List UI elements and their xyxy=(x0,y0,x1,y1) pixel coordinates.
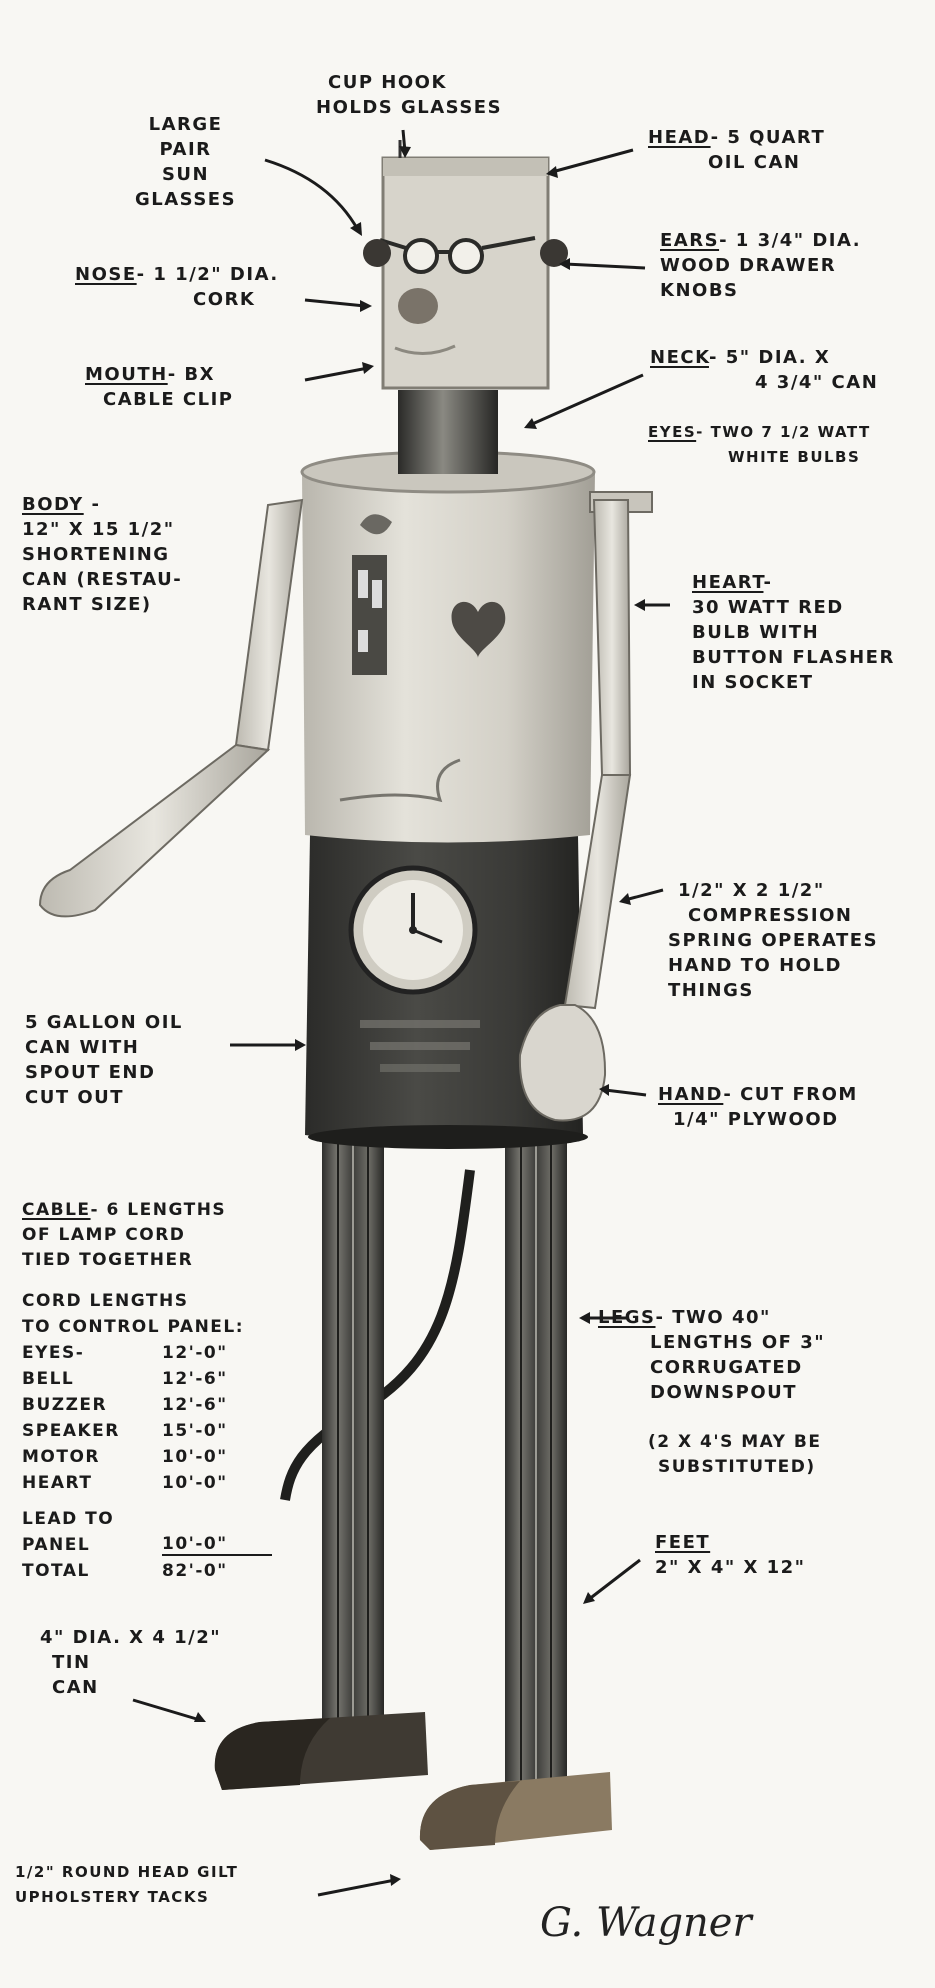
shortening-can-body xyxy=(302,452,595,843)
label-heart: HEART- 30 WATT RED BULB WITH BUTTON FLAS… xyxy=(692,570,895,695)
label-tin-can: 4" DIA. x 4 1/2" TIN CAN xyxy=(40,1625,221,1700)
right-leg xyxy=(505,1135,567,1795)
label-body: BODY - 12" x 15 1/2" SHORTENING CAN (RES… xyxy=(22,492,182,617)
label-oil-can: 5 GALLON OIL CAN WITH SPOUT END CUT OUT xyxy=(25,1010,183,1110)
total-row: TOTAL 82'-0" xyxy=(22,1558,272,1584)
right-eye-bulb xyxy=(450,240,482,272)
cord-table-heading-1: CORD LENGTHS xyxy=(22,1288,272,1314)
label-cup-hook: CUP HOOK HOLDS GLASSES xyxy=(316,70,502,120)
label-mouth: MOUTH- BX CABLE CLIP xyxy=(85,362,233,412)
left-ear-knob xyxy=(363,239,391,267)
label-cable: CABLE- 6 LENGTHS OF LAMP CORD TIED TOGET… xyxy=(22,1198,226,1273)
lead-row-1: LEAD TO xyxy=(22,1506,272,1532)
label-substitute: (2 x 4'S MAY BE SUBSTITUTED) xyxy=(648,1430,821,1480)
label-neck: NECK- 5" DIA. x 4 3/4" CAN xyxy=(650,345,878,395)
lead-row-2: PANEL 10'-0" xyxy=(22,1532,272,1558)
left-foot xyxy=(215,1712,428,1790)
neck-can xyxy=(398,390,498,474)
table-row: SPEAKER 15'-0" xyxy=(22,1418,272,1444)
table-row: MOTOR 10'-0" xyxy=(22,1444,272,1470)
signature: G. Wagner xyxy=(540,1900,752,1946)
label-head: HEAD- 5 QUART OIL CAN xyxy=(648,125,825,175)
cord-table-heading-2: TO CONTROL PANEL: xyxy=(22,1314,272,1340)
label-feet: FEET 2" x 4" x 12" xyxy=(655,1530,806,1580)
label-ears: EARS- 1 3/4" DIA. WOOD DRAWER KNOBS xyxy=(660,228,861,303)
label-sun-glasses: LARGE PAIR SUN GLASSES xyxy=(135,112,236,212)
left-eye-bulb xyxy=(405,240,437,272)
cord-lengths-table: CORD LENGTHS TO CONTROL PANEL: EYES- 12'… xyxy=(22,1288,272,1584)
label-nose: NOSE- 1 1/2" DIA. CORK xyxy=(75,262,279,312)
label-spring: 1/2" x 2 1/2" COMPRESSION SPRING OPERATE… xyxy=(668,878,878,1003)
label-legs: LEGS- TWO 40" LENGTHS OF 3" CORRUGATED D… xyxy=(598,1305,825,1405)
label-hand: HAND- CUT FROM 1/4" PLYWOOD xyxy=(658,1082,858,1132)
table-row: EYES- 12'-0" xyxy=(22,1340,272,1366)
cork-nose xyxy=(398,288,438,324)
head-oil-can xyxy=(363,140,568,388)
table-row: BELL 12'-6" xyxy=(22,1366,272,1392)
left-leg xyxy=(322,1135,384,1775)
table-row: BUZZER 12'-6" xyxy=(22,1392,272,1418)
switch-panel xyxy=(352,555,387,675)
label-eyes: EYES- TWO 7 1/2 WATT WHITE BULBS xyxy=(648,420,871,470)
right-foot xyxy=(420,1772,612,1850)
table-row: HEART 10'-0" xyxy=(22,1470,272,1496)
label-tacks: 1/2" ROUND HEAD GILT UPHOLSTERY TACKS xyxy=(15,1860,238,1910)
